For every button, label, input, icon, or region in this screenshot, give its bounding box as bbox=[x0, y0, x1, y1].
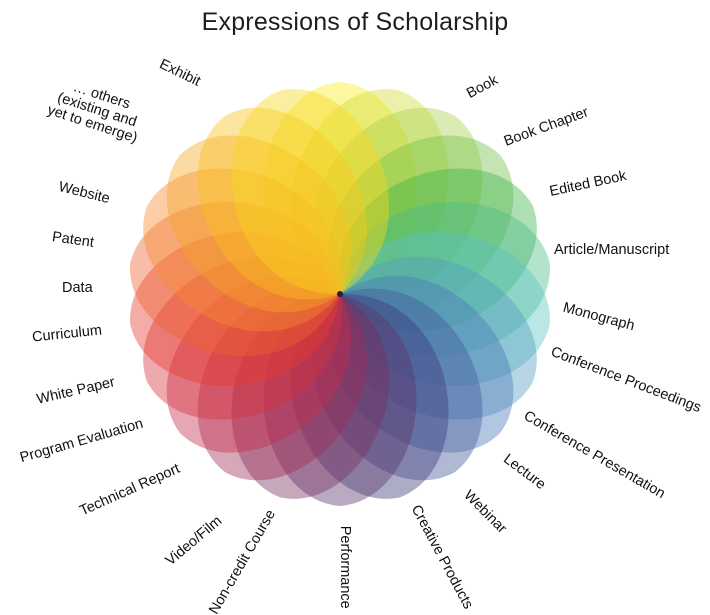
diagram-title: Expressions of Scholarship bbox=[201, 8, 509, 36]
wheel-petal bbox=[290, 89, 449, 295]
label-performance: Performance bbox=[336, 525, 353, 609]
wheel-petal bbox=[263, 82, 417, 294]
wheel-petal bbox=[340, 231, 550, 386]
wheel-petal bbox=[263, 294, 417, 506]
wheel-petal bbox=[312, 107, 483, 300]
wheel-petal bbox=[197, 107, 368, 300]
wheel-petal bbox=[231, 89, 390, 295]
wheel-petal bbox=[143, 168, 342, 332]
wheel-petal bbox=[329, 275, 514, 453]
wheel-petal bbox=[130, 231, 340, 386]
wheel-petal bbox=[329, 135, 514, 313]
wheel-petal bbox=[130, 202, 340, 357]
wheel-petal bbox=[166, 275, 351, 453]
wheel-petal bbox=[143, 256, 342, 420]
wheel-petal bbox=[338, 168, 537, 332]
wheel-petal bbox=[290, 293, 449, 499]
wheel-petal bbox=[231, 293, 390, 499]
wheel-petal bbox=[312, 288, 483, 481]
wheel-petal bbox=[197, 288, 368, 481]
wheel-center bbox=[337, 291, 343, 297]
label-data: Data bbox=[62, 280, 93, 296]
label-article-manuscript: Article/Manuscript bbox=[554, 242, 670, 258]
wheel-petal bbox=[340, 202, 550, 357]
wheel-petal bbox=[338, 256, 537, 420]
wheel-petal bbox=[166, 135, 351, 313]
